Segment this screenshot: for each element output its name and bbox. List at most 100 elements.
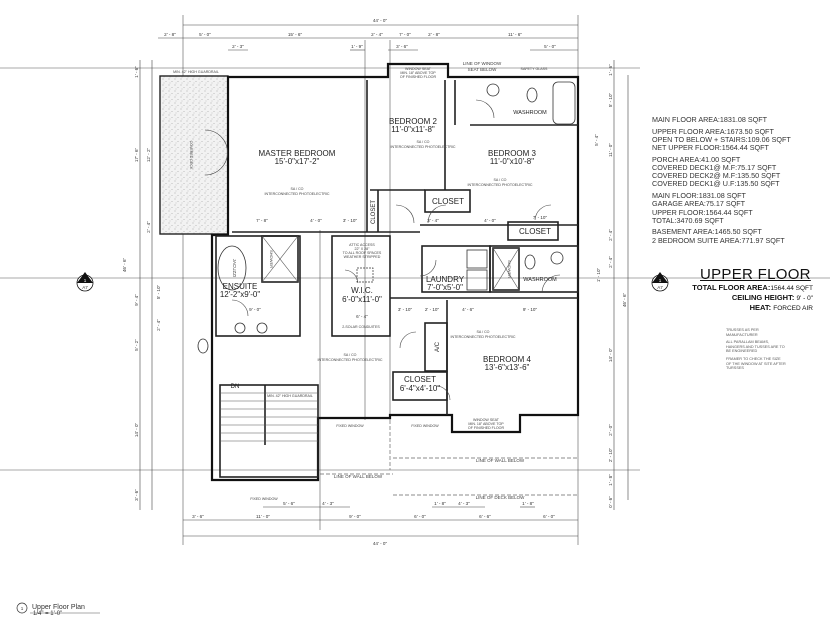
line-of-window-note2: SEAT BELOW (468, 67, 498, 72)
dim-label: 2' - 4" (608, 256, 613, 268)
ac-name: A/C (435, 341, 441, 352)
smoke-detector-note: INTERCONNECTED PHOTOELECTRIC (450, 335, 515, 339)
section-marker-number: 1 (659, 278, 662, 283)
view-scale: 1/4" = 1'-0" (33, 611, 63, 617)
dimension-labels: 44' - 0" 2' - 8" 5' - 0" 15' - 6" 2' - 4… (122, 18, 627, 546)
dim-label: 3' - 6" (192, 514, 204, 519)
dim-label: 5' - 0" (544, 44, 556, 49)
stairs (219, 384, 319, 478)
dim-label: 15' - 6" (288, 32, 303, 37)
fixtures (197, 81, 576, 354)
attic-access-size: 22" X 28" (355, 247, 371, 251)
sink (550, 251, 564, 265)
dim-label: 11' - 0" (608, 143, 613, 157)
area-note: UPPER FLOOR:1564.44 SQFT (652, 207, 753, 217)
total-area-value: 1564.44 SQFT (770, 285, 813, 292)
dim-label: 4' - 0" (484, 218, 496, 223)
truss-note: TRUSSES AS PER MANUFACTURER (726, 328, 759, 337)
smoke-detector-label: SA / CO (477, 330, 490, 334)
smoke-detector-label: SA / CO (494, 178, 507, 182)
area-note: COVERED DECK1@ U.F:135.50 SQFT (652, 179, 780, 189)
toilet (526, 87, 538, 103)
jacuzzi-tub (217, 245, 247, 291)
dim-label: 14' - 0" (134, 423, 139, 438)
lines-below (320, 420, 578, 496)
area-note: BASEMENT AREA:1465.50 SQFT (652, 227, 762, 237)
dim-label: 9' - 0" (349, 514, 361, 519)
area-note: MAIN FLOOR AREA:1831.08 SQFT (652, 115, 768, 124)
area-note: OPEN TO BELOW + STAIRS:109.06 SQFT (652, 134, 791, 144)
ensuite-size: 12'-2"x9'-0" (220, 290, 260, 299)
view-caption: Upper Floor Plan 1/4" = 1'-0" (32, 604, 85, 617)
dim-label: 2' - 3" (232, 44, 244, 49)
line-of-deck-below-note: LINE OF DECK BELOW (476, 495, 526, 500)
closet2-name: CLOSET (432, 197, 464, 206)
sink (256, 322, 268, 334)
covered-deck-label: COVERED DECK (189, 141, 193, 170)
dim-label: 4' - 0" (310, 218, 322, 223)
dim-label: 9' - 0" (249, 307, 261, 312)
dim-label: 44' - 0" (373, 541, 388, 546)
safety-glass-note: SAFETY GLASS (521, 67, 548, 71)
wic-size: 6'-0"x11'-0" (342, 295, 382, 304)
dim-label: 2' - 4" (608, 229, 613, 241)
dim-label: 11' - 6" (508, 32, 522, 37)
smoke-detector-note: INTERCONNECTED PHOTOELECTRIC (467, 183, 532, 187)
attic-access-note2: TO ALL ROOF SPACES (343, 251, 382, 255)
dim-label: 2' - 10" (608, 448, 613, 463)
dim-label: 1' - 8" (434, 501, 446, 506)
dim-label: 5' - 6" (283, 501, 295, 506)
dim-label: 46' - 6" (622, 293, 627, 308)
dim-label: 5' - 2" (134, 339, 139, 351)
attic-access-note: ATTIC ACCESS (349, 243, 375, 247)
dim-label: 3' - 6" (134, 489, 139, 501)
view-number-circle (16, 602, 28, 614)
dim-label: 44' - 0" (373, 18, 388, 23)
area-note: PORCH AREA:41.00 SQFT (652, 154, 741, 164)
window-seat-note2: MIN. 18" ABOVE TOP (400, 71, 436, 75)
truss-note: ALL PARALLAM BEAMS, HANGERS AND TUSSES A… (726, 340, 785, 354)
section-marker-right[interactable]: 1 A7 (651, 272, 669, 292)
closet3-name: CLOSET (519, 227, 551, 236)
section-marker-number: 1 (84, 278, 87, 283)
annotations: SA / CO INTERCONNECTED PHOTOELECTRIC SA … (250, 61, 548, 501)
smoke-detector-label: SA / CO (417, 140, 430, 144)
dim-label: 3' - 4" (427, 218, 439, 223)
dim-label: 1' - 6" (608, 64, 613, 76)
dim-label: 2' - 10" (425, 307, 440, 312)
dim-label: 7' - 0" (399, 32, 411, 37)
window-seat-note: WINDOW SEAT (473, 418, 500, 422)
window-seat-note: WINDOW SEAT (405, 67, 432, 71)
dim-label: 6' - 0" (414, 514, 426, 519)
toilet (524, 254, 536, 270)
dim-label: 9' - 10" (523, 307, 538, 312)
dim-label: 6' - 0" (543, 514, 555, 519)
dim-label: 1' - 10" (596, 268, 601, 283)
bathtub (552, 81, 576, 125)
dim-label: 3' - 10" (343, 218, 358, 223)
dim-label: 9' - 4" (134, 294, 139, 306)
truss-notes: TRUSSES AS PER MANUFACTURER ALL PARALLAM… (726, 328, 786, 374)
area-note: COVERED DECK2@ M.F:135.50 SQFT (652, 171, 781, 181)
floor-specs: TOTAL FLOOR AREA:1564.44 SQFT CEILING HE… (683, 283, 813, 313)
window-seat-note2: MIN. 18" ABOVE TOP (468, 422, 504, 426)
dryer (466, 269, 488, 291)
dim-label: 3' - 6" (396, 44, 408, 49)
laundry-size: 7'-0"x5'-0" (427, 283, 463, 292)
area-note: TOTAL:3470.69 SQFT (652, 215, 724, 225)
shower2-label: SHOWER (507, 260, 512, 278)
jacuzzi-label: JACUZZI (232, 259, 237, 278)
dim-label: 6' - 6" (479, 514, 491, 519)
master-bedroom-name: MASTER BEDROOM (259, 149, 336, 158)
section-marker-left[interactable]: 1 A7 (76, 272, 94, 292)
line-of-window-note: LINE OF WINDOW (463, 61, 502, 66)
area-notes: MAIN FLOOR AREA:1831.08 SQFT UPPER FLOOR… (652, 115, 791, 245)
wic-name: W.I.C. (351, 286, 373, 295)
dim-label: 5' - 10" (156, 285, 161, 300)
truss-note: FRAMER TO CHECK THE SIZE OF THE WINDOW A… (726, 356, 786, 371)
smoke-detector-label: SA / CO (291, 187, 304, 191)
dim-label: 14' - 0" (608, 348, 613, 363)
line-of-wall-below-note: LINE OF WALL BELOW (334, 474, 383, 479)
dim-label: 7' - 10" (533, 215, 548, 220)
